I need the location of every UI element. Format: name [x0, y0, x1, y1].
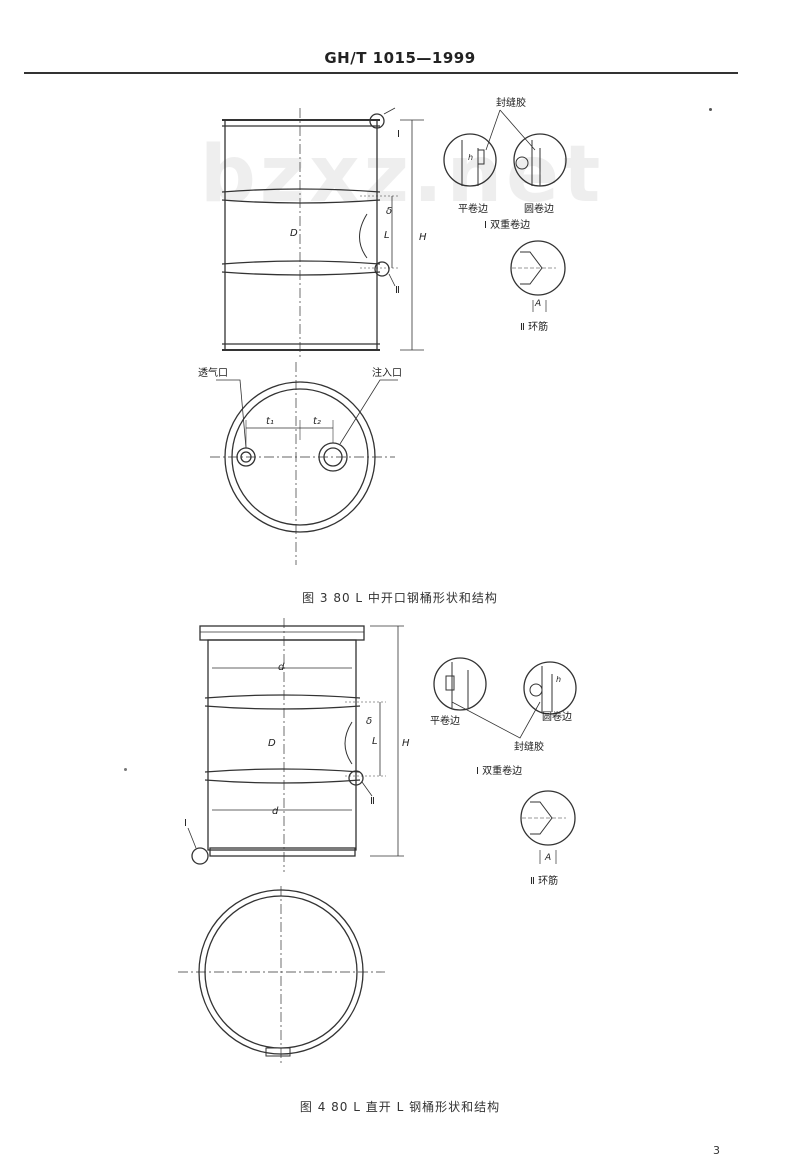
top-view-outer-circle	[224, 381, 376, 533]
detail-callout-I	[369, 113, 385, 129]
watermark: bzxz.net	[200, 130, 605, 220]
seal-label: 封缝胶	[496, 96, 526, 109]
mark-II-label: Ⅱ	[395, 285, 400, 296]
dim-h-label: h	[468, 153, 473, 162]
rolling-hoop-lower	[204, 768, 361, 784]
dim-H-label: H	[419, 232, 427, 243]
dim-L-label: L	[384, 230, 390, 241]
stray-mark	[124, 768, 127, 771]
flat-seam-label: 平卷边	[430, 714, 460, 727]
ring-label: Ⅱ 环筋	[520, 320, 548, 333]
figure-3-caption: 图 3 80 L 中开口钢桶形状和结构	[302, 591, 498, 605]
rolling-hoop-lower	[221, 260, 381, 276]
dim-t1-label: t₁	[266, 416, 274, 427]
detail-ring-circle	[520, 790, 576, 846]
lid-top	[199, 625, 365, 641]
dim-A-label: A	[544, 853, 551, 863]
dim-D-label: D	[268, 738, 276, 749]
detail-callout-II	[348, 770, 364, 786]
dim-h-label: h	[556, 675, 561, 684]
round-seam-label: 圆卷边	[524, 202, 554, 215]
barrel-body-outline	[207, 639, 357, 851]
round-seam-label: 圆卷边	[542, 710, 572, 723]
mark-I-label: Ⅰ	[184, 818, 187, 829]
dim-delta-label: δ	[366, 716, 372, 727]
dim-t2-label: t₂	[313, 416, 321, 427]
stray-mark	[709, 108, 712, 111]
header-rule	[24, 72, 738, 74]
figure-3-drawing: D H L δ Ⅱ Ⅰ t₁ t₂ 透气口 注入口 封缝胶 平卷边 圆卷边 Ⅰ …	[198, 96, 567, 565]
dim-d-bottom-label: d	[272, 806, 279, 817]
rolling-hoop-upper	[204, 694, 361, 710]
figure-4-caption: 图 4 80 L 直开 L 钢桶形状和结构	[299, 1100, 501, 1114]
inlet-label: 注入口	[372, 366, 402, 379]
vent-label: 透气口	[198, 366, 228, 379]
dim-H-label: H	[402, 738, 410, 749]
dim-A-label: A	[534, 299, 541, 309]
barrel-bottom-rim	[209, 847, 356, 857]
page-header-title: GH/T 1015—1999	[324, 49, 476, 67]
detail-round-seam-circle	[523, 661, 577, 715]
top-view-outer-circle	[198, 889, 364, 1055]
dim-D-label: D	[290, 228, 298, 239]
detail-ring-circle	[510, 240, 566, 296]
dim-L-label: L	[372, 736, 378, 747]
mark-I-label: Ⅰ	[397, 129, 400, 140]
dim-d-top-label: d	[278, 662, 285, 673]
seal-label: 封缝胶	[514, 740, 544, 753]
figure-4-drawing: d D d H L δ Ⅱ Ⅰ 平卷边 圆卷边 封缝胶 Ⅰ 双重卷边 Ⅱ 环筋 …	[178, 618, 577, 1066]
double-seam-label: Ⅰ 双重卷边	[476, 764, 522, 777]
rolling-hoop-upper	[221, 188, 381, 204]
barrel-body-outline	[224, 119, 378, 351]
page-number: 3	[713, 1144, 720, 1157]
double-seam-label: Ⅰ 双重卷边	[484, 218, 530, 231]
top-view-lug	[265, 1047, 291, 1057]
flat-seam-label: 平卷边	[458, 202, 488, 215]
detail-flat-seam-circle	[433, 657, 487, 711]
ring-label: Ⅱ 环筋	[530, 874, 558, 887]
dim-delta-label: δ	[386, 206, 392, 217]
detail-callout-II	[374, 261, 390, 277]
top-view-inner-circle	[231, 388, 369, 526]
detail-callout-I	[191, 847, 209, 865]
detail-flat-seam-circle	[443, 133, 497, 187]
mark-II-label: Ⅱ	[370, 796, 375, 807]
